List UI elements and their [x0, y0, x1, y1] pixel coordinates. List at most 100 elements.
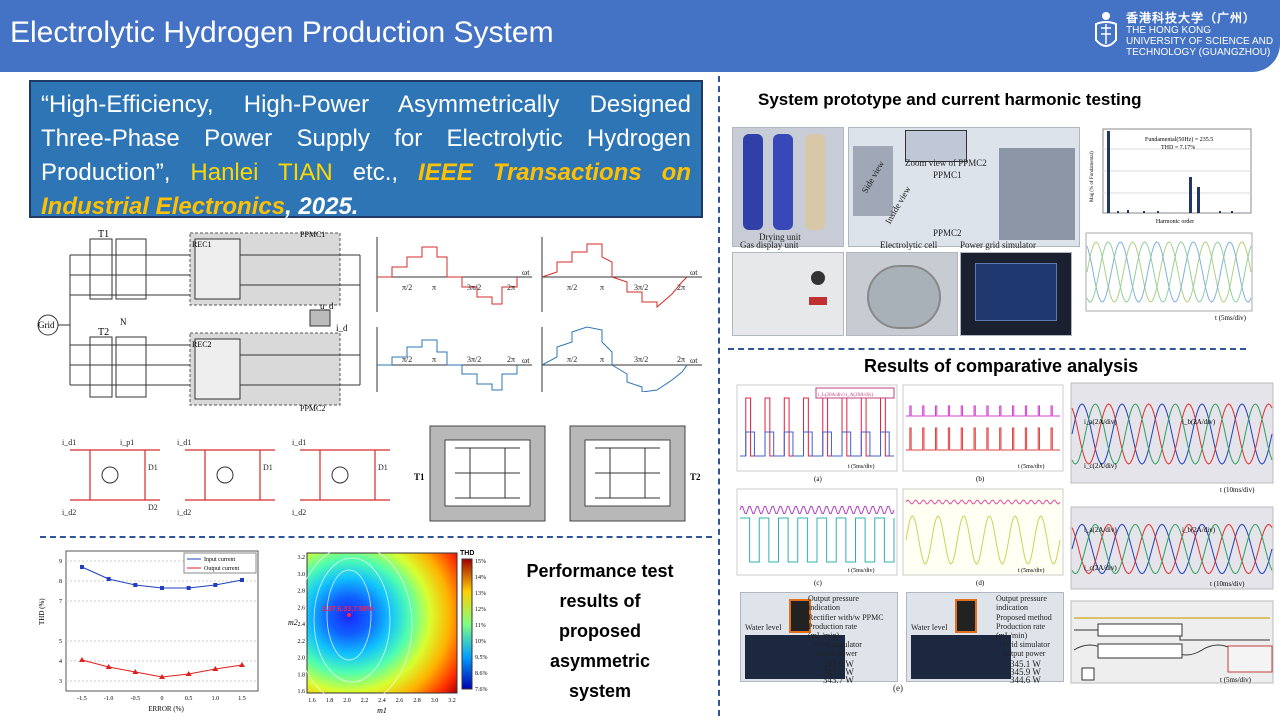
right-horizontal-divider — [728, 348, 1246, 350]
t1-label: T1 — [98, 229, 109, 240]
legend-input-label: Input current — [204, 557, 235, 563]
id1-label-1: i_d1 — [62, 438, 76, 447]
line-chart-ytick: 4 — [59, 659, 62, 665]
n-label: N — [120, 317, 127, 327]
tick-pi-half-3: π/2 — [402, 355, 412, 364]
tick-2pi-2: 2π — [677, 283, 685, 292]
scope-d-time: t (5ms/div) — [1018, 567, 1045, 574]
d1-label-3: D1 — [378, 463, 388, 472]
input-current-point — [133, 583, 138, 587]
heatmap-ytick: 2.4 — [298, 622, 306, 628]
prototype-section-title: System prototype and current harmonic te… — [758, 90, 1142, 109]
colorbar-title: THD — [460, 550, 474, 557]
tp2-ia: i_a(2A/div) — [1084, 526, 1117, 534]
tick-3pi-half-1: 3π/2 — [467, 283, 481, 292]
tick-3pi-half-4: 3π/2 — [634, 355, 648, 364]
colorbar-tick: 14% — [475, 575, 486, 581]
heatmap-xtick: 1.8 — [326, 698, 334, 704]
logo-line-3: TECHNOLOGY (GUANGZHOU) — [1126, 47, 1271, 58]
heatmap-ytick: 2.0 — [298, 656, 306, 662]
tick-pi-2: π — [600, 283, 604, 292]
ip1-label-1: i_p1 — [120, 438, 134, 447]
logo-line-1: THE HONG KONG — [1126, 25, 1212, 36]
harmonic-spectrum-chart: Fundamental(50Hz) = 235.5 THD = 7.17% Ha… — [1090, 128, 1252, 225]
caption-c: (c) — [814, 579, 822, 587]
line-chart-xtick: 0 — [161, 696, 164, 702]
ppmc2-label: PPMC2 — [300, 404, 325, 413]
line-chart-ytick: 5 — [59, 639, 62, 645]
waveform-time-label: t (5ms/div) — [1215, 314, 1247, 322]
ppmc1-photo-label: PPMC1 — [933, 170, 962, 180]
heatmap-xtick: 2.8 — [413, 698, 421, 704]
tick-pi-half-1: π/2 — [402, 283, 412, 292]
harmonic-thd: THD = 7.17% — [1161, 145, 1195, 151]
e-left-water-level: Water level — [745, 623, 782, 632]
line-chart-xtick: 1.5 — [238, 696, 246, 702]
university-crest-icon — [1095, 12, 1117, 47]
t2-label: T2 — [98, 327, 109, 338]
line-chart-ylabel: THD (%) — [38, 598, 46, 625]
three-phase-scope-mid: i_a(2A/div) i_b(2A/div) i_c(2A/div) t (1… — [1070, 506, 1274, 590]
performance-line-1: Performance test — [526, 561, 674, 581]
id-label: i_d — [336, 323, 348, 333]
dynamic-response-scope: t (5ms/div) — [1070, 600, 1274, 684]
id1-label-2: i_d1 — [177, 438, 191, 447]
line-chart-ytick: 3 — [59, 679, 62, 685]
heatmap-colorbar — [461, 558, 473, 690]
drying-unit-photo: Drying unit — [732, 127, 844, 247]
id2-label-3: i_d2 — [292, 508, 306, 517]
tp1-ic: i_c(2A/div) — [1084, 462, 1117, 470]
output-current-point — [185, 671, 192, 676]
harmonic-ylabel: Mag (% of Fundamental) — [1090, 151, 1095, 202]
heatmap-ytick: 3.0 — [298, 572, 306, 578]
tick-pi-4: π — [600, 355, 604, 364]
paper-author: Hanlei TIAN — [190, 159, 333, 186]
header-bar — [0, 0, 1280, 72]
colorbar-tick: 11% — [475, 623, 486, 629]
heatmap-ytick: 1.8 — [298, 672, 306, 678]
caption-e: (e) — [893, 683, 903, 693]
main-circuit-diagram: Grid T1 T2 REC1 REC2 PPMC1 PPMC2 N u_d i… — [37, 229, 361, 413]
output-current-point — [239, 662, 245, 667]
e-left-power-1: 342.9 W — [823, 659, 854, 669]
caption-d: (d) — [976, 579, 985, 587]
caption-b: (b) — [976, 475, 985, 483]
heatmap-min-point — [347, 613, 351, 617]
tick-wt-4: ωt — [690, 356, 698, 365]
scope-a-time: t (5ms/div) — [848, 463, 875, 470]
power-grid-simulator-label: Power grid simulator — [960, 240, 1036, 250]
heatmap-ylabel: m2 — [288, 618, 298, 627]
caption-a: (a) — [814, 475, 822, 483]
e-left-power-2: 345.2 W — [823, 667, 854, 677]
tick-2pi-1: 2π — [507, 283, 515, 292]
heatmap-ytick: 3.2 — [298, 555, 306, 561]
input-current-point — [106, 577, 111, 581]
id1-label-3: i_d1 — [292, 438, 306, 447]
heatmap-xtick: 2.0 — [343, 698, 351, 704]
rec2-label: REC2 — [192, 340, 212, 349]
input-current-point — [80, 565, 84, 569]
heatmap-xtick: 3.2 — [448, 698, 456, 704]
e-left-rate: Rectifier with/w PPMC Production rate (m… — [808, 613, 884, 640]
e-right-grid: Grid simulator output power — [1003, 640, 1050, 658]
scope-c-time: t (5ms/div) — [848, 567, 875, 574]
paper-etc: etc., — [352, 159, 399, 186]
performance-line-2: results of — [559, 591, 641, 611]
tick-wt-3: ωt — [522, 356, 530, 365]
line-chart-xlabel: ERROR (%) — [148, 705, 184, 713]
dyn-time: t (5ms/div) — [1220, 676, 1252, 684]
scope-a: i_L(20A/div) i_A(20A/div) t (5ms/div) (a… — [736, 384, 898, 483]
tick-wt-1: ωt — [522, 268, 530, 277]
scope-b-time: t (5ms/div) — [1018, 463, 1045, 470]
e-right-power-3: 344.6 W — [1010, 675, 1041, 685]
line-chart-legend — [183, 552, 257, 574]
scope-a-labels: i_L(20A/div) i_A(20A/div) — [818, 393, 873, 398]
heatmap-field — [306, 552, 458, 694]
colorbar-tick: 7.6% — [475, 687, 488, 693]
line-chart-xtick: 1.0 — [212, 696, 220, 702]
e-left-power-3: 343.7 W — [823, 675, 854, 685]
tick-wt-2: ωt — [690, 268, 698, 277]
e-left-grid: Grid simulator output power — [815, 640, 862, 658]
input-current-point — [240, 578, 244, 582]
